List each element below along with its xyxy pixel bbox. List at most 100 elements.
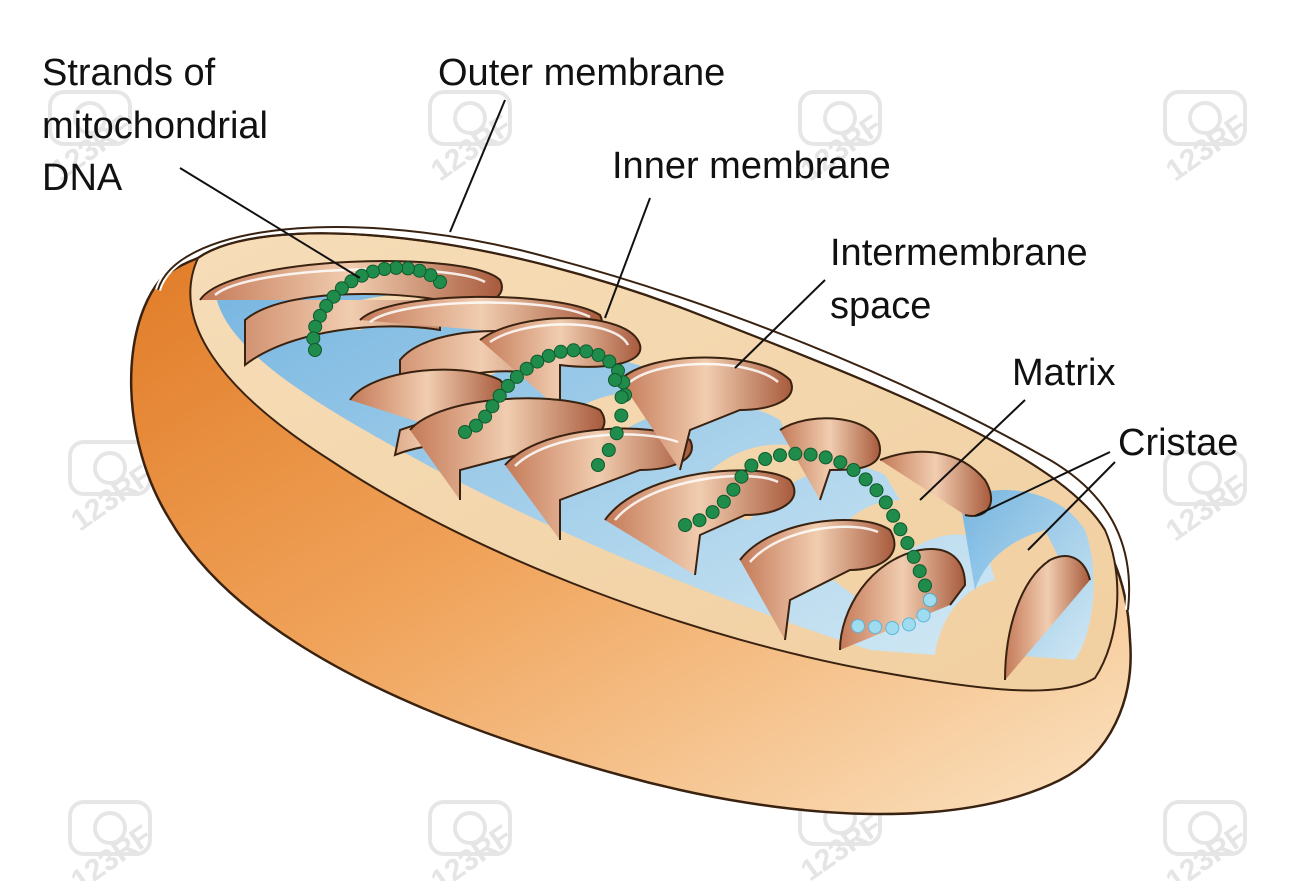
dna-bead <box>734 469 749 484</box>
dna-bead <box>326 289 341 304</box>
dna-bead <box>400 261 415 276</box>
labels: Strands of mitochondrial DNA Outer membr… <box>42 52 1238 464</box>
dna-bead <box>773 448 787 463</box>
leader-inner-membrane <box>604 197 651 319</box>
dna-bead <box>918 578 932 593</box>
watermark-text: 123RF <box>1160 819 1253 881</box>
label-outer-membrane: Outer membrane <box>438 52 725 94</box>
leader-dna <box>179 167 361 279</box>
dna-bead <box>893 522 908 537</box>
dna-bead <box>519 361 534 376</box>
leader-lines <box>179 99 1116 551</box>
watermark-text: 123RF <box>425 109 518 188</box>
dna-bead <box>344 274 359 289</box>
dna-bead <box>846 463 861 477</box>
watermark-text: 123RF <box>425 819 518 881</box>
dna-bead <box>319 298 334 313</box>
dna-bead <box>591 458 605 472</box>
label-dna-line2: mitochondrial <box>42 105 268 147</box>
dna-bead <box>906 549 921 564</box>
leader-cristae-1 <box>974 451 1111 517</box>
leader-matrix <box>919 399 1026 501</box>
leader-cristae-2 <box>1027 461 1116 551</box>
dna-bead <box>692 513 707 528</box>
inner-membrane-edge <box>197 232 1106 531</box>
dna-bead <box>601 443 616 457</box>
dna-bead <box>923 593 937 607</box>
watermark-text: 123RF <box>65 459 158 538</box>
dna-bead <box>818 450 833 465</box>
dna-bead <box>614 390 629 405</box>
mitochondrial-dna-strands <box>306 260 937 635</box>
dna-bead <box>885 621 900 635</box>
dna-bead <box>469 418 483 433</box>
camera-watermark-icon <box>48 90 132 146</box>
cristae-highlights <box>214 268 879 563</box>
watermark-text: 123RF <box>1160 469 1253 548</box>
dna-bead <box>858 472 873 487</box>
camera-watermark-icon <box>1163 90 1247 146</box>
dna-bead <box>308 343 322 357</box>
dna-bead <box>868 620 883 634</box>
dna-bead <box>602 354 617 369</box>
dna-bead <box>306 331 321 346</box>
dna-bead <box>869 483 884 498</box>
dna-bead <box>900 536 915 550</box>
dna-bead <box>377 262 392 276</box>
dna-bead <box>412 263 427 278</box>
label-inner-membrane: Inner membrane <box>612 145 891 187</box>
dna-bead <box>886 508 901 523</box>
camera-watermark-icon <box>1163 450 1247 506</box>
dna-bead <box>492 388 507 403</box>
dna-bead <box>803 447 818 462</box>
watermark-text: 123RF <box>1160 109 1253 188</box>
dna-bead <box>716 494 731 509</box>
dna-bead <box>758 452 773 466</box>
matrix-region-right <box>960 490 1094 660</box>
label-cristae: Cristae <box>1118 422 1238 464</box>
dna-bead <box>433 275 447 289</box>
dna-bead <box>485 399 500 414</box>
label-intermembrane-line1: Intermembrane <box>830 232 1088 274</box>
dna-bead <box>614 408 629 423</box>
dna-bead <box>308 319 323 334</box>
leader-outer-membrane <box>449 99 506 233</box>
dna-bead <box>608 373 622 387</box>
cristae-group <box>199 260 1094 681</box>
camera-watermark-icon <box>798 90 882 146</box>
dna-bead <box>389 260 404 275</box>
leader-intermembrane <box>734 279 826 369</box>
dna-bead <box>509 369 524 384</box>
camera-watermark-icon <box>1163 800 1247 856</box>
label-dna-line1: Strands of <box>42 52 216 94</box>
dna-bead <box>500 378 515 393</box>
label-intermembrane-line2: space <box>830 285 931 327</box>
dna-bead <box>566 343 581 358</box>
dna-bead <box>878 495 893 510</box>
camera-watermark-icon <box>68 800 152 856</box>
dna-bead <box>902 617 916 632</box>
dna-bead <box>579 344 594 359</box>
camera-watermark-icon <box>428 800 512 856</box>
dna-bead <box>788 446 803 461</box>
dna-bead <box>678 518 692 532</box>
dna-bead <box>478 409 493 424</box>
dna-bead <box>744 458 759 473</box>
label-dna-line3: DNA <box>42 157 123 199</box>
dna-bead <box>334 281 349 296</box>
dna-bead <box>726 482 741 497</box>
dna-bead <box>553 344 568 359</box>
dna-bead <box>530 354 545 369</box>
dna-bead <box>609 426 624 441</box>
dna-bead <box>541 348 556 363</box>
dna-bead <box>912 564 927 579</box>
dna-bead <box>458 425 472 439</box>
dna-bead <box>851 619 865 633</box>
label-matrix: Matrix <box>1012 352 1115 394</box>
camera-watermark-icon <box>428 90 512 146</box>
dna-bead <box>833 455 848 470</box>
dna-bead <box>591 348 606 362</box>
outer-membrane-rim-edge <box>157 226 1131 611</box>
watermark-text: 123RF <box>65 819 158 881</box>
